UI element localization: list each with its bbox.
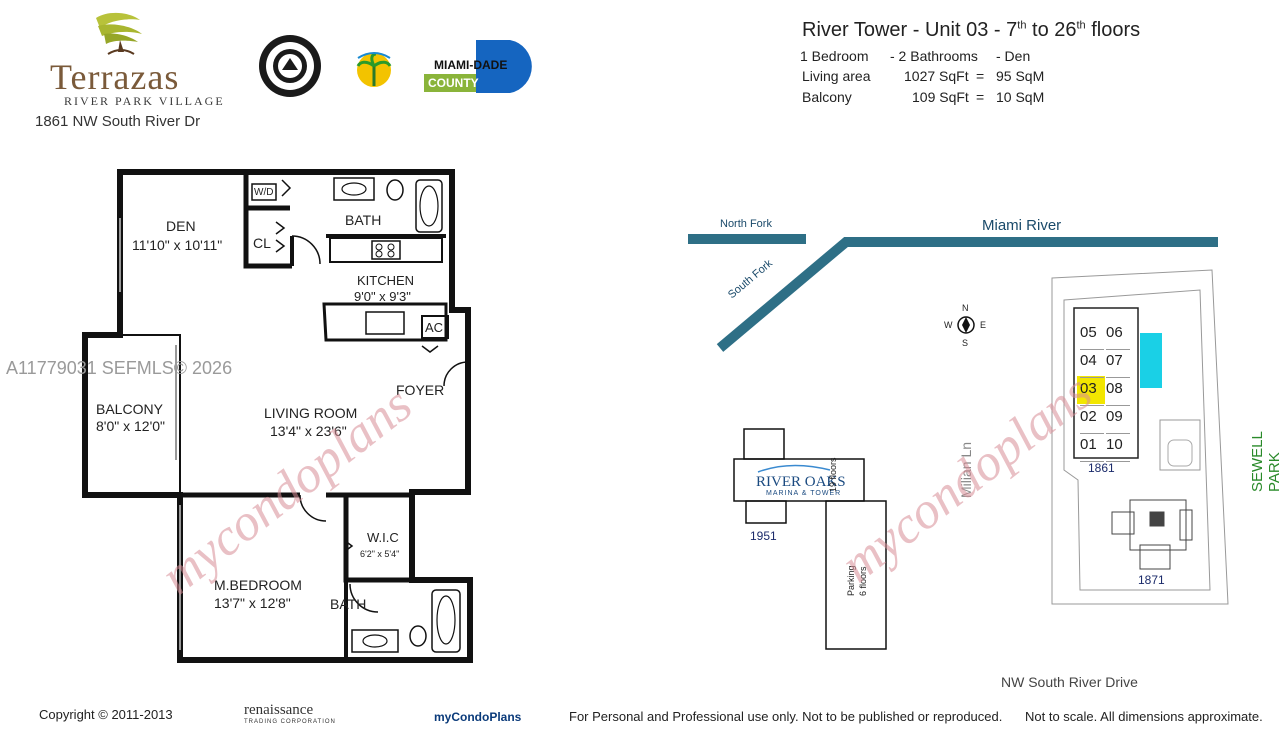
miami-river-label: Miami River [982, 217, 1062, 234]
wic-dimensions: 6'2" x 5'4" [360, 549, 400, 559]
balcony-area-sqm: 10 SqM [996, 89, 1045, 105]
mls-watermark: A11779031 SEFMLS© 2026 [6, 358, 233, 378]
balcony-dimensions: 8'0" x 12'0" [96, 418, 165, 434]
bath1-label: BATH [345, 212, 382, 228]
pool [1140, 333, 1162, 388]
title-sup2: th [1076, 19, 1086, 32]
compass-w: W [944, 320, 953, 330]
closet-label: CL [253, 235, 271, 251]
config-2: - 2 Bathrooms [890, 48, 978, 64]
balcony-area-sqft: 109 SqFt [912, 89, 969, 105]
master-bedroom-dimensions: 13'7" x 12'8" [214, 595, 291, 611]
little-havana-icon [356, 52, 392, 87]
logo-subtitle: RIVER PARK VILLAGE [64, 94, 225, 108]
unit-08: 08 [1106, 378, 1130, 406]
floor-plan [82, 169, 473, 663]
den-label: DEN [166, 218, 196, 234]
building-1861-label: 1861 [1088, 461, 1115, 475]
title-mid: to 26 [1026, 19, 1077, 41]
unit-04: 04 [1080, 350, 1104, 378]
config-3: - Den [996, 48, 1031, 64]
county-name-bottom: COUNTY [428, 76, 479, 90]
sewell-park-label: SEWELL PARK [1249, 431, 1280, 492]
title-end: floors [1085, 19, 1141, 41]
unit-07: 07 [1106, 350, 1130, 378]
unit-03: 03 [1080, 378, 1104, 406]
unit-06: 06 [1106, 322, 1130, 350]
compass-n: N [962, 303, 969, 313]
living-room-dimensions: 13'4" x 23'6" [270, 423, 347, 439]
living-area-label: Living area [802, 68, 871, 84]
usage-note: For Personal and Professional use only. … [569, 709, 1003, 724]
compass-e: E [980, 320, 987, 330]
address: 1861 NW South River Dr [35, 113, 201, 130]
scale-note: Not to scale. All dimensions approximate… [1025, 709, 1263, 724]
miami-river [716, 237, 1218, 352]
kitchen-dimensions: 9'0" x 9'3" [354, 289, 411, 304]
living-room-label: LIVING ROOM [264, 405, 358, 421]
mycondoplans-logo: myCondoPlans [434, 710, 522, 724]
living-area-eq: = [976, 68, 985, 84]
river-oaks-floors: 19 floors [828, 457, 838, 492]
logo-name: Terrazas [50, 57, 180, 97]
unit-10: 10 [1106, 434, 1130, 462]
balcony-area-eq: = [976, 89, 985, 105]
compass-s: S [962, 338, 969, 348]
building-1871 [1111, 499, 1193, 570]
bath2-label: BATH [330, 596, 367, 612]
unit-title: River Tower - Unit 03 - 7th to 26th floo… [802, 19, 1140, 42]
renaissance-logo: renaissance [244, 702, 314, 718]
terrazas-logo-icon [96, 12, 142, 55]
title-sup1: th [1017, 19, 1027, 32]
renaissance-subtitle: TRADING CORPORATION [244, 719, 336, 725]
county-name-top: MIAMI-DADE [434, 58, 508, 72]
unit-01: 01 [1080, 434, 1104, 462]
building-1951-label: 1951 [750, 529, 777, 543]
den-dimensions: 11'10" x 10'11" [132, 237, 223, 253]
washer-dryer-label: W/D [254, 187, 274, 198]
river-oaks-label: RIVER OAKS [756, 474, 846, 490]
living-area-sqm: 95 SqM [996, 68, 1045, 84]
site-plan [688, 234, 1229, 650]
highlighted-unit [1077, 376, 1105, 404]
unit-05: 05 [1080, 322, 1104, 350]
balcony-area-label: Balcony [802, 89, 852, 105]
parking-building [825, 500, 887, 650]
master-bedroom-label: M.BEDROOM [214, 577, 302, 593]
living-area-sqft: 1027 SqFt [904, 68, 969, 84]
copyright: Copyright © 2011-2013 [39, 707, 173, 722]
kitchen-label: KITCHEN [357, 273, 415, 288]
nw-south-river-drive-label: NW South River Drive [1001, 674, 1138, 690]
ac-label: AC [425, 320, 444, 335]
wic-label: W.I.C [367, 530, 399, 545]
miami-dade-logo-icon [424, 40, 532, 93]
title-main: River Tower - Unit 03 - 7 [802, 19, 1018, 41]
city-seal-icon [259, 35, 321, 97]
tower-1861 [1073, 307, 1139, 459]
building-1871-label: 1871 [1138, 573, 1165, 587]
river-oaks-building [733, 458, 865, 502]
north-fork-river [688, 234, 806, 244]
river-oaks-subtitle: MARINA & TOWER [766, 490, 842, 497]
foyer-label: FOYER [396, 382, 445, 398]
balcony-label: BALCONY [96, 401, 163, 417]
unit-02: 02 [1080, 406, 1104, 434]
config-1: 1 Bedroom [800, 48, 869, 64]
north-fork-label: North Fork [720, 218, 772, 230]
unit-09: 09 [1106, 406, 1130, 434]
